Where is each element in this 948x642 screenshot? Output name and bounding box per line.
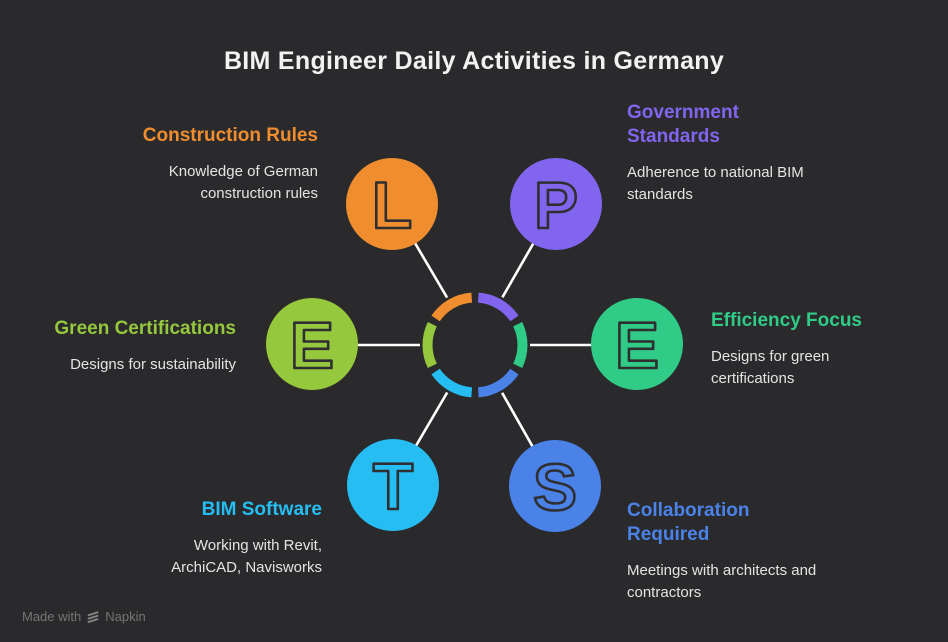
node-letter-government: P [534, 168, 578, 242]
node-circles [266, 158, 683, 532]
node-heading: Green Certifications [54, 318, 236, 339]
ring-segment-bimsoftware [431, 368, 473, 398]
node-description: Adherence to national BIM standards [627, 164, 804, 203]
node-label-efficiency-focus: Efficiency Focus Designs for green certi… [711, 309, 881, 390]
node-circle-greencert [266, 298, 358, 390]
node-circle-construction [346, 158, 438, 250]
node-circle-government [510, 158, 602, 250]
node-heading: Construction Rules [142, 125, 318, 146]
ring-segment-efficiency [513, 321, 528, 369]
node-label-bim-software: BIM Software Working with Revit, ArchiCA… [132, 498, 322, 579]
napkin-logo-icon [87, 611, 99, 623]
node-letters: L P E E T S [289, 167, 661, 526]
node-label-construction-rules: Construction Rules Knowledge of German c… [118, 124, 318, 205]
center-ring [422, 292, 528, 398]
node-heading: Government Standards [627, 102, 739, 147]
node-heading: BIM Software [201, 499, 322, 520]
napkin-watermark[interactable]: Made with Napkin [22, 609, 146, 624]
page-title: BIM Engineer Daily Activities in Germany [223, 47, 725, 75]
node-letter-collaboration: S [533, 450, 577, 524]
node-description: Designs for sustainability [70, 356, 236, 373]
node-heading: Collaboration Required [627, 500, 750, 545]
ring-segment-government [477, 292, 519, 322]
node-letter-bimsoftware: T [373, 449, 413, 523]
ring-segment-construction [431, 292, 473, 322]
node-letter-efficiency: E [615, 308, 659, 382]
ring-segment-greencert [422, 321, 437, 369]
spokes [312, 203, 637, 487]
node-circle-collaboration [509, 440, 601, 532]
watermark-brand: Napkin [105, 609, 146, 624]
node-label-collaboration-required: Collaboration Required Meetings with arc… [627, 499, 822, 604]
node-description: Knowledge of German construction rules [168, 163, 318, 202]
node-description: Designs for green certifications [711, 348, 830, 387]
watermark-text: Made with [22, 609, 82, 624]
node-description: Working with Revit, ArchiCAD, Navisworks [171, 537, 322, 576]
node-letter-greencert: E [290, 308, 334, 382]
node-circle-efficiency [591, 298, 683, 390]
ring-segment-collaboration [477, 368, 519, 398]
node-letter-construction: L [372, 168, 412, 242]
node-label-green-certifications: Green Certifications Designs for sustain… [16, 317, 236, 376]
node-circle-bimsoftware [347, 439, 439, 531]
node-description: Meetings with architects and contractors [627, 562, 817, 601]
node-heading: Efficiency Focus [711, 310, 862, 331]
node-label-government-standards: Government Standards Adherence to nation… [627, 101, 817, 206]
